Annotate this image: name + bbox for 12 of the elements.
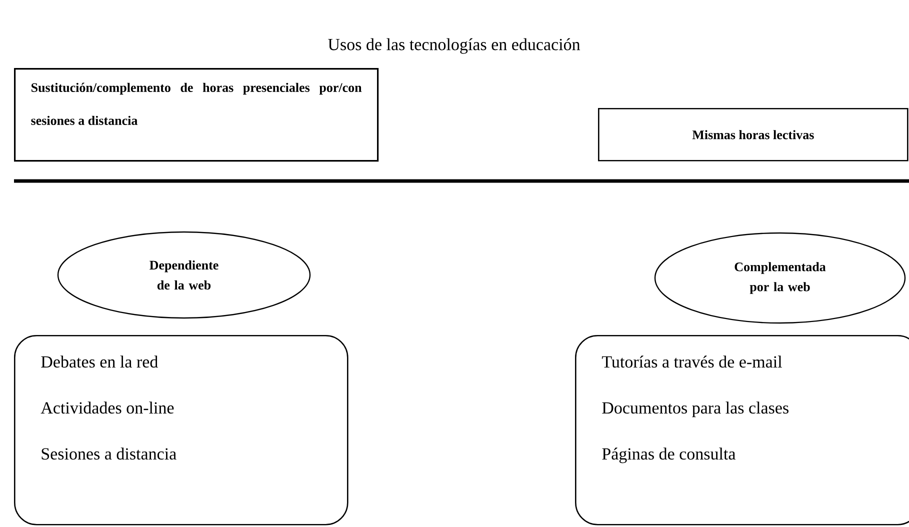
list-item: Páginas de consulta [602,448,736,464]
box-text: Sustitución/complemento de horas presenciales por/con sesiones a distancia [31,82,362,125]
title: Usos de las tecnologías en educación [328,38,580,54]
text-box: Mismas horas lectivas [598,108,908,162]
list-item: Documentos para las clases [602,402,788,418]
text-box [14,68,379,162]
list-item: Debates en la red [41,356,158,368]
rounded-box [575,335,909,526]
list-item: Tutorías a través de e-mail [602,356,782,368]
list-item: Sesiones a distancia [42,448,176,460]
list-item: Actividades on-line [40,402,174,414]
rounded-box [14,335,348,526]
